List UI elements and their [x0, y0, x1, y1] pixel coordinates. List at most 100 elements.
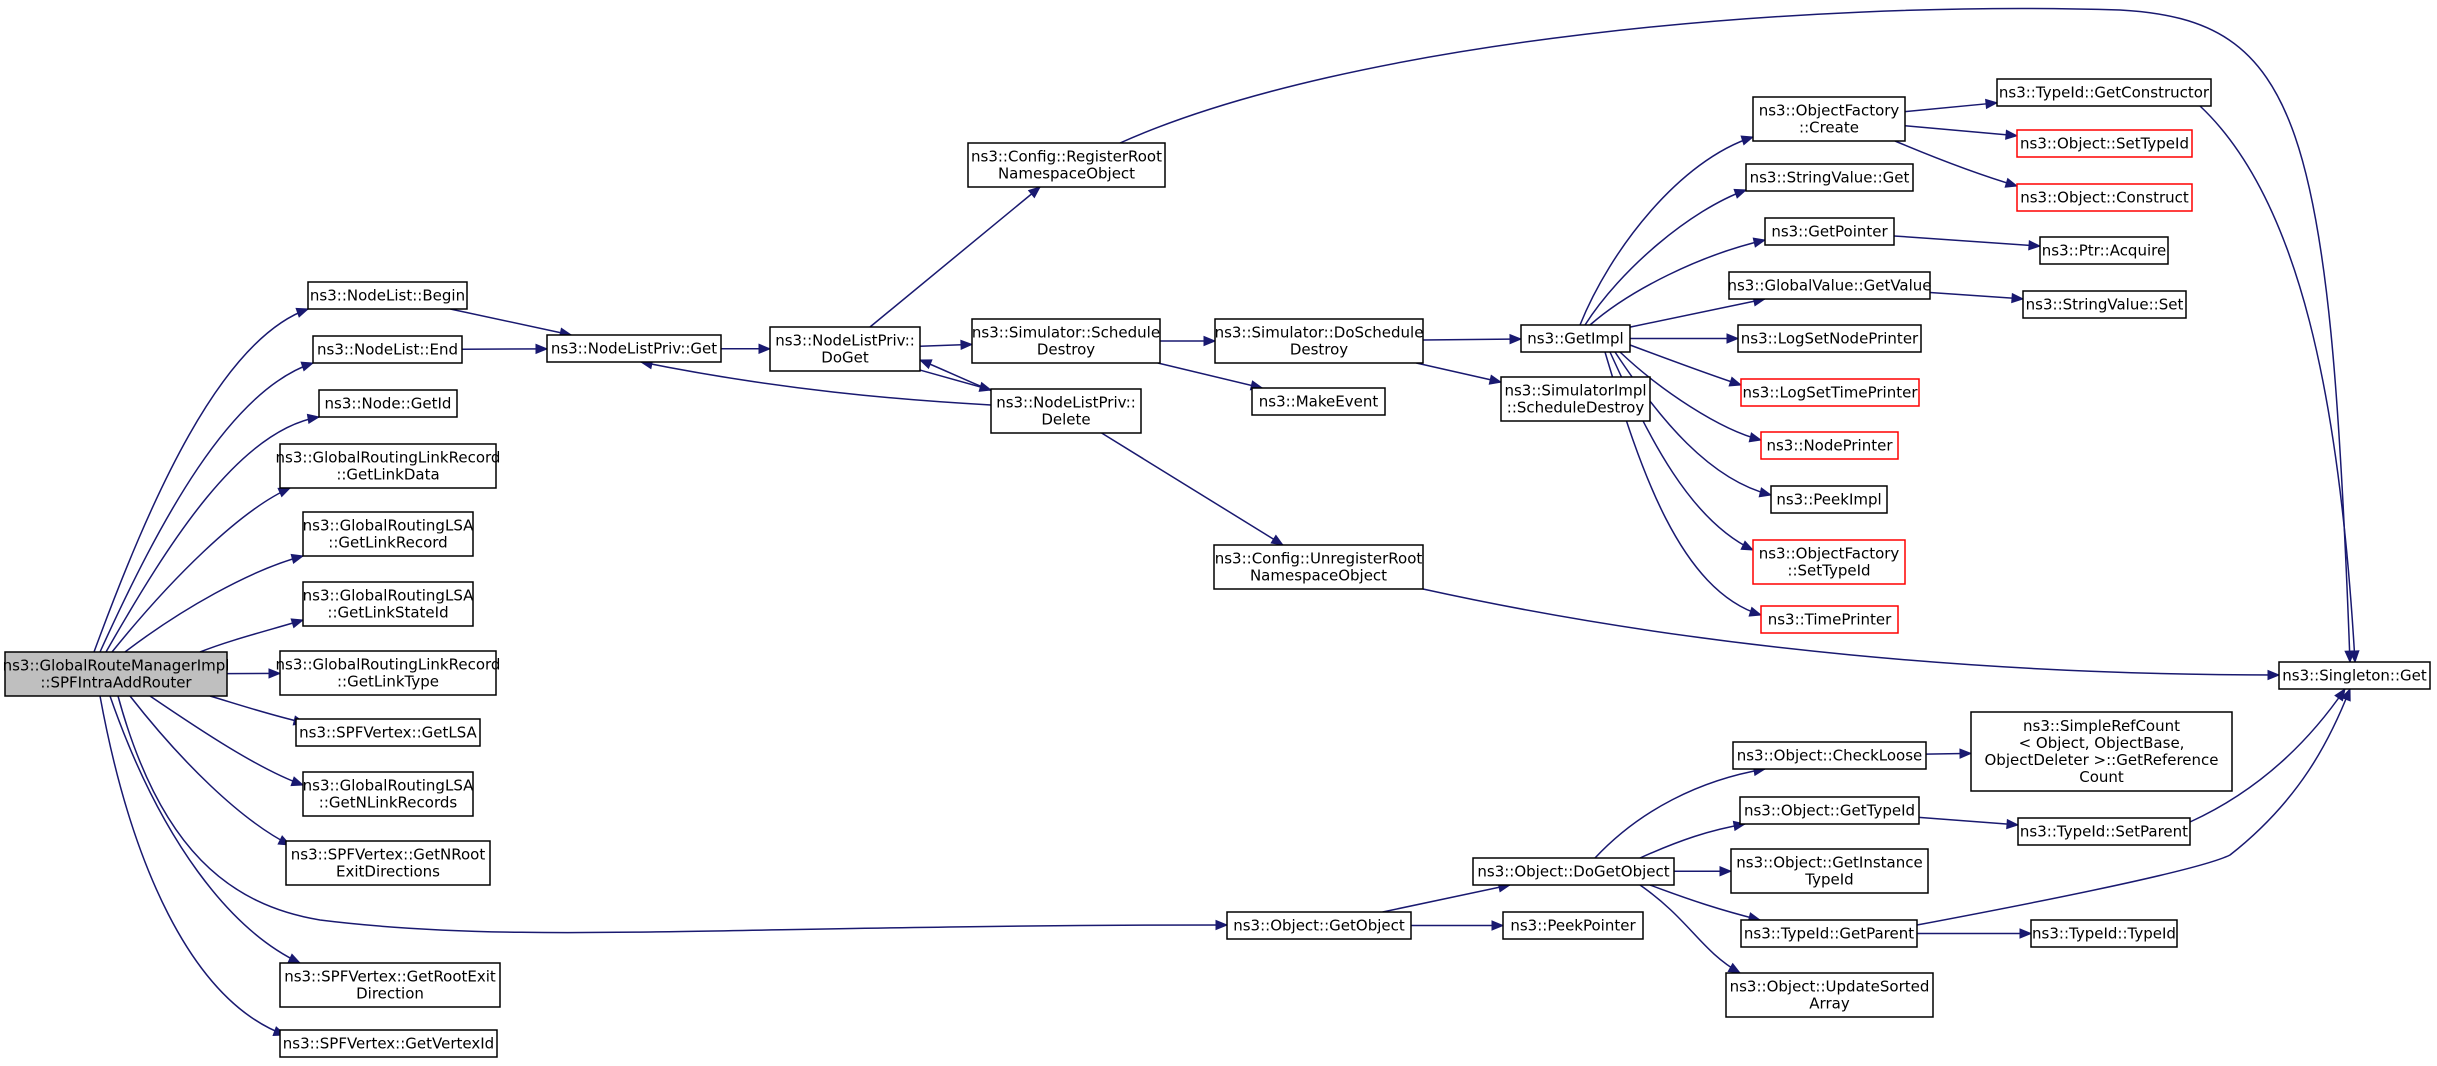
arrowhead-icon: [1740, 135, 1755, 146]
call-edge-objectcheckloose-to-simplerefcount: [1925, 748, 1973, 759]
edge-line: [2199, 105, 2356, 663]
node-label: ns3::Ptr::Acquire: [2042, 241, 2166, 259]
node-nlend[interactable]: ns3::NodeList::End: [312, 335, 463, 364]
node-makeevent[interactable]: ns3::MakeEvent: [1251, 387, 1386, 416]
node-label: ns3::GlobalRoutingLSA: [303, 516, 474, 534]
node-objectcheckloose[interactable]: ns3::Object::CheckLoose: [1732, 741, 1927, 770]
node-nlprivget[interactable]: ns3::NodeListPriv::Get: [546, 334, 722, 363]
arrowhead-icon: [918, 359, 933, 370]
node-label: ns3::Object::CheckLoose: [1737, 746, 1923, 764]
node-grlsagetlinkstateid[interactable]: ns3::GlobalRoutingLSA::GetLinkStateId: [302, 581, 474, 627]
node-typeidgetparent[interactable]: ns3::TypeId::GetParent: [1740, 919, 1918, 948]
node-simplerefcount[interactable]: ns3::SimpleRefCount< Object, ObjectBase,…: [1970, 711, 2233, 792]
node-root[interactable]: ns3::GlobalRouteManagerImpl::SPFIntraAdd…: [3, 651, 230, 697]
node-simschedule[interactable]: ns3::Simulator::ScheduleDestroy: [971, 318, 1161, 364]
node-label: ns3::NodeListPriv::: [996, 393, 1136, 411]
node-stringvalueset[interactable]: ns3::StringValue::Set: [2022, 290, 2187, 319]
edge-line: [1916, 688, 2351, 926]
node-nlprivdelete[interactable]: ns3::NodeListPriv::Delete: [990, 388, 1142, 434]
node-label: ::GetLinkData: [336, 465, 439, 483]
node-singletonget[interactable]: ns3::Singleton::Get: [2278, 661, 2431, 690]
node-box: [285, 840, 491, 886]
call-edge-objfactorycreate-to-objectsettypeid: [1904, 125, 2019, 140]
edge-line: [209, 695, 306, 724]
node-label: Destroy: [1037, 340, 1095, 358]
node-label: Destroy: [1290, 340, 1348, 358]
node-nlbegin[interactable]: ns3::NodeList::Begin: [307, 281, 468, 310]
node-getpointer[interactable]: ns3::GetPointer: [1764, 217, 1895, 246]
node-box: [302, 771, 474, 817]
arrowhead-icon: [1027, 186, 1042, 199]
call-edge-objectdogetobject-to-objectupdatesorted: [1639, 884, 1742, 974]
node-objfactorysettypeid[interactable]: ns3::ObjectFactory::SetTypeId: [1752, 539, 1906, 585]
node-grlsagetnlinkrecords[interactable]: ns3::GlobalRoutingLSA::GetNLinkRecords: [302, 771, 474, 817]
node-label: ::GetNLinkRecords: [319, 793, 458, 811]
node-box: [1728, 271, 1931, 300]
node-label: ns3::SPFVertex::GetNRoot: [291, 845, 486, 863]
call-edge-getimpl-to-logsetnodeprinter: [1630, 333, 1740, 344]
node-stringvalueget[interactable]: ns3::StringValue::Get: [1745, 163, 1914, 192]
node-grlrgetlinkdata[interactable]: ns3::GlobalRoutingLinkRecord::GetLinkDat…: [276, 443, 501, 489]
node-label: ns3::PeekImpl: [1776, 490, 1881, 508]
node-label: ns3::GlobalRoutingLinkRecord: [276, 448, 501, 466]
node-spfgetlsa[interactable]: ns3::SPFVertex::GetLSA: [295, 718, 481, 747]
node-box: [2016, 129, 2193, 158]
node-objectdogetobject[interactable]: ns3::Object::DoGetObject: [1472, 857, 1675, 886]
call-edge-nlbegin-to-nlprivget: [450, 308, 573, 338]
call-edge-getimpl-to-logsettimeprinter: [1629, 344, 1743, 387]
node-logsetnodeprinter[interactable]: ns3::LogSetNodePrinter: [1737, 324, 1922, 353]
node-objectgetobject[interactable]: ns3::Object::GetObject: [1226, 911, 1412, 940]
arrowhead-icon: [1727, 962, 1742, 974]
arrowhead-icon: [535, 343, 549, 355]
node-objectconstruct[interactable]: ns3::Object::Construct: [2016, 183, 2193, 212]
node-box: [279, 650, 497, 696]
node-label: ns3::PeekPointer: [1510, 916, 1636, 934]
node-typeidsetparent[interactable]: ns3::TypeId::SetParent: [2017, 817, 2191, 846]
node-peekpointer[interactable]: ns3::PeekPointer: [1502, 911, 1644, 940]
node-spfgetvertexid[interactable]: ns3::SPFVertex::GetVertexId: [279, 1029, 498, 1058]
node-label: ns3::Object::GetInstance: [1736, 853, 1922, 871]
node-nodegetid[interactable]: ns3::Node::GetId: [318, 389, 458, 418]
node-typeidtypeid[interactable]: ns3::TypeId::TypeId: [2030, 919, 2178, 948]
node-objfactorycreate[interactable]: ns3::ObjectFactory::Create: [1752, 96, 1906, 142]
call-edge-root-to-nlbegin: [93, 307, 310, 653]
arrowhead-icon: [1488, 374, 1503, 385]
node-nodeprinter[interactable]: ns3::NodePrinter: [1760, 431, 1899, 460]
arrowhead-icon: [287, 953, 302, 964]
node-configunregister[interactable]: ns3::Config::UnregisterRootNamespaceObje…: [1213, 544, 1424, 590]
node-grlrgetlinktype[interactable]: ns3::GlobalRoutingLinkRecord::GetLinkTyp…: [276, 650, 501, 696]
node-box: [1760, 605, 1899, 634]
node-getimpl[interactable]: ns3::GetImpl: [1520, 324, 1631, 353]
node-label: ns3::StringValue::Set: [2026, 295, 2184, 313]
node-simimplscheduledestroy[interactable]: ns3::SimulatorImpl::ScheduleDestroy: [1500, 376, 1651, 422]
node-box: [302, 511, 474, 557]
node-globalvaluegetvalue[interactable]: ns3::GlobalValue::GetValue: [1727, 271, 1932, 300]
node-logsettimeprinter[interactable]: ns3::LogSetTimePrinter: [1740, 378, 1920, 407]
edge-line: [1629, 298, 1765, 328]
node-typeidgetconstructor[interactable]: ns3::TypeId::GetConstructor: [1996, 78, 2212, 107]
function-nodes: ns3::GlobalRouteManagerImpl::SPFIntraAdd…: [3, 78, 2431, 1058]
node-grlsagetlinkrecord[interactable]: ns3::GlobalRoutingLSA::GetLinkRecord: [302, 511, 474, 557]
arrowhead-icon: [1758, 487, 1773, 498]
edge-line: [1904, 125, 2018, 137]
edge-line: [1422, 588, 2280, 676]
edge-line: [2189, 688, 2346, 823]
node-label: < Object, ObjectBase,: [2019, 734, 2185, 752]
arrowhead-icon: [2019, 928, 2033, 939]
node-label: ::SetTypeId: [1787, 561, 1870, 579]
node-nlprivdoget[interactable]: ns3::NodeListPriv::DoGet: [769, 326, 921, 372]
node-objectgettypeid[interactable]: ns3::Object::GetTypeId: [1739, 796, 1920, 825]
node-label: ns3::Simulator::DoSchedule: [1215, 323, 1424, 341]
node-timeprinter[interactable]: ns3::TimePrinter: [1760, 605, 1899, 634]
node-label: ns3::GetPointer: [1771, 222, 1888, 240]
node-ptracquire[interactable]: ns3::Ptr::Acquire: [2039, 236, 2169, 265]
node-objectsettypeid[interactable]: ns3::Object::SetTypeId: [2016, 129, 2193, 158]
node-peekimpl[interactable]: ns3::PeekImpl: [1770, 485, 1888, 514]
node-label: ns3::NodeList::Begin: [310, 286, 465, 304]
